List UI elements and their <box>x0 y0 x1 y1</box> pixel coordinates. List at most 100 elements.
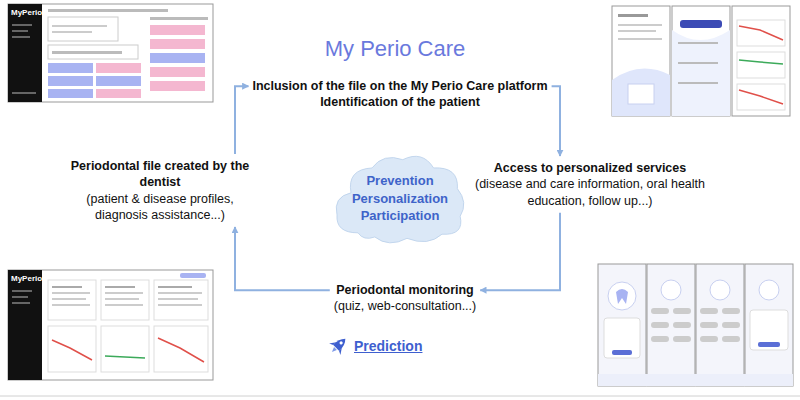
cloud-outline <box>336 156 464 243</box>
step-text: Access to personalized services(disease … <box>475 160 705 209</box>
illustration-part <box>737 52 785 78</box>
illustration-part <box>48 76 93 86</box>
step-text: Inclusion of the file on the My Perio Ca… <box>252 78 547 111</box>
illustration-part <box>710 280 730 300</box>
step-detail: (quiz, web-consultation...) <box>334 298 476 314</box>
illustration-part <box>96 63 141 73</box>
rocket-icon <box>326 333 351 358</box>
illustration-part <box>150 39 205 49</box>
illustration-part <box>12 36 30 38</box>
illustration-part <box>672 6 730 116</box>
illustration-part <box>745 264 793 386</box>
illustration-part <box>672 30 730 116</box>
illustration-part <box>8 4 42 102</box>
illustration-part <box>678 62 718 64</box>
illustration-part <box>150 81 205 91</box>
illustration-part <box>598 374 793 386</box>
illustration-part <box>158 304 202 306</box>
illustration-part <box>651 322 669 328</box>
illustration-part <box>700 308 718 314</box>
illustration-part <box>12 24 32 26</box>
illustration-part <box>158 298 198 300</box>
flow-arrow <box>235 227 330 290</box>
illustration-part <box>52 286 82 288</box>
screen-logo: MyPerio <box>11 274 42 283</box>
illustration-part <box>331 347 337 353</box>
illustration-part <box>150 25 205 35</box>
illustration-part <box>598 264 646 386</box>
illustration-part <box>700 322 718 328</box>
illustration-part <box>722 308 740 314</box>
illustration-part <box>8 270 213 380</box>
step-text: Periodontal monitoring(quiz, web-consult… <box>334 282 476 315</box>
illustration-part <box>661 280 681 300</box>
step-detail: Identification of the patient <box>252 94 547 110</box>
illustration-part <box>339 341 344 346</box>
flow-arrow <box>552 86 560 156</box>
mobile-screenshots <box>612 6 790 116</box>
illustration-part <box>8 4 213 102</box>
illustration-part <box>618 14 648 17</box>
illustration-part <box>739 26 783 40</box>
illustration-part <box>48 326 96 372</box>
illustration-part <box>739 60 783 64</box>
illustration-part <box>105 292 143 294</box>
illustration-part <box>628 84 654 104</box>
illustration-part <box>722 336 740 342</box>
illustration-part <box>616 289 628 304</box>
illustration-part <box>101 326 149 372</box>
illustration-part <box>48 17 118 41</box>
desktop-screenshot <box>8 4 213 102</box>
illustration-part <box>750 310 788 350</box>
illustration-part <box>48 89 93 98</box>
illustration-part <box>48 45 138 59</box>
quiz-screenshots <box>598 264 793 386</box>
illustration-part <box>604 318 640 358</box>
illustration-part <box>618 38 662 40</box>
illustration-part <box>608 282 636 310</box>
flow-arrow <box>235 86 248 154</box>
dashboard-screenshot <box>8 270 213 380</box>
illustration-part <box>647 264 695 386</box>
step-text: Periodontal file created by the dentist(… <box>70 158 250 223</box>
illustration-part <box>678 42 718 44</box>
illustration-part <box>700 336 718 342</box>
illustration-part <box>105 286 135 288</box>
illustration-part <box>612 350 632 355</box>
diagram-title: My Perio Care <box>325 36 466 62</box>
illustration-part <box>96 76 141 86</box>
prediction-link: Prediction <box>354 338 422 354</box>
illustration-part <box>12 296 28 298</box>
flow-arrow <box>480 213 560 290</box>
illustration-part <box>158 292 202 294</box>
illustration-part <box>612 69 670 116</box>
illustration-part <box>8 270 42 380</box>
illustration-part <box>48 9 168 12</box>
illustration-part <box>154 326 208 372</box>
illustration-part <box>673 336 691 342</box>
illustration-part <box>101 280 149 320</box>
illustration-part <box>48 280 96 320</box>
illustration-part <box>48 63 93 73</box>
illustration-part <box>612 6 670 116</box>
bottom-rule <box>0 396 800 397</box>
illustration-part <box>52 51 122 54</box>
illustration-part <box>678 82 718 84</box>
illustration-part <box>618 24 662 26</box>
illustration-part <box>696 264 744 386</box>
step-heading: Inclusion of the file on the My Perio Ca… <box>252 78 547 94</box>
illustration-part <box>150 17 208 20</box>
illustration-part <box>12 302 30 304</box>
illustration-part <box>158 338 204 362</box>
illustration-part <box>12 30 28 32</box>
illustration-part <box>180 273 206 278</box>
illustration-part <box>150 67 205 77</box>
illustration-part <box>52 25 107 27</box>
illustration-part <box>52 340 92 360</box>
illustration-part <box>618 30 656 32</box>
illustration-part <box>105 298 139 300</box>
illustration-part <box>722 322 740 328</box>
illustration-part <box>651 336 669 342</box>
illustration-part <box>651 308 669 314</box>
